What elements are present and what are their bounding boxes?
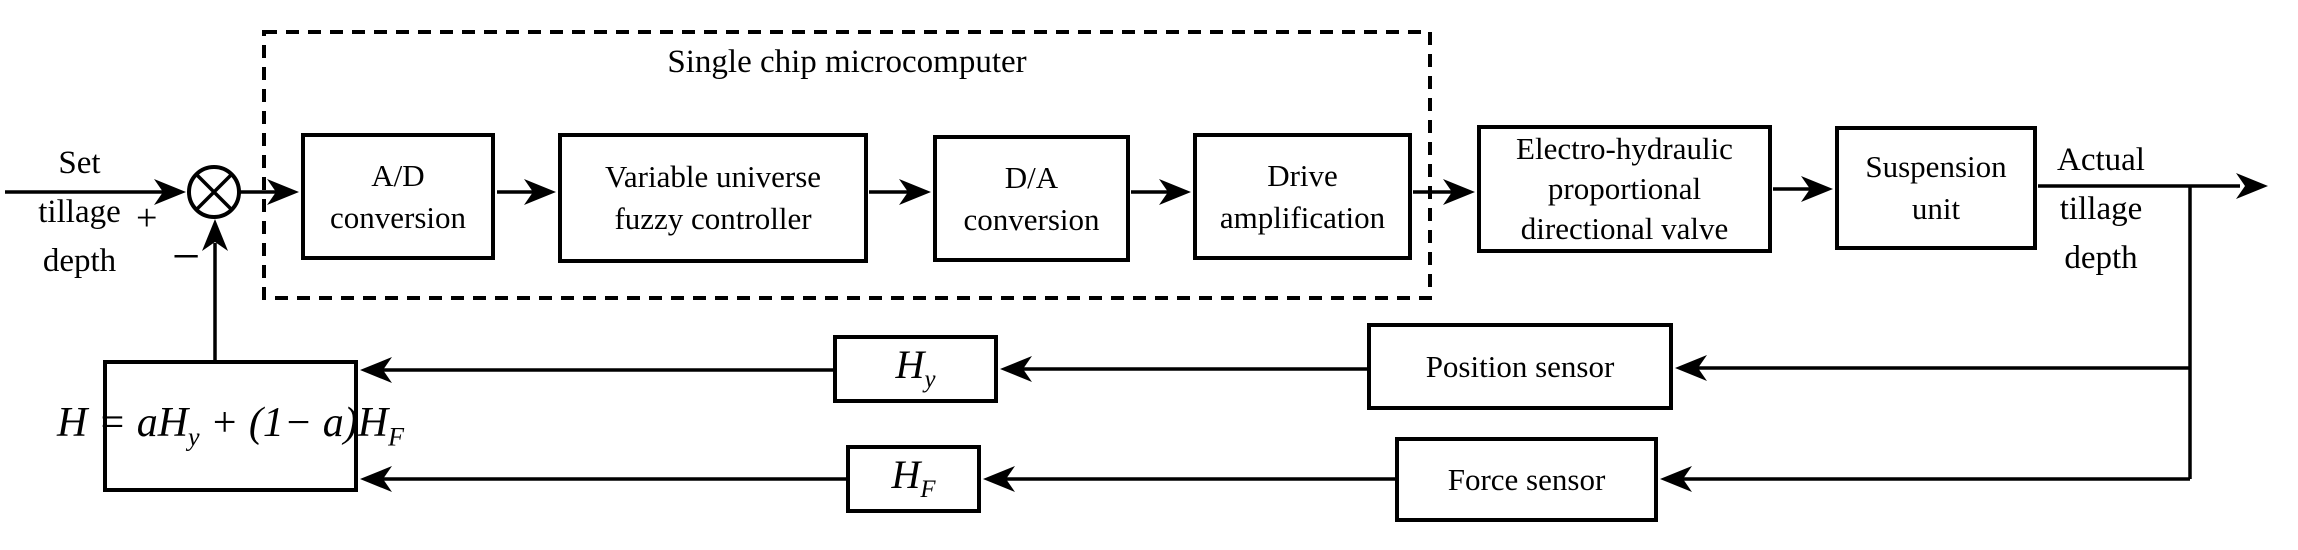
- hf-symbol: HF: [891, 455, 935, 503]
- microcomputer-title: Single chip microcomputer: [667, 44, 1027, 80]
- hy-subscript: y: [924, 366, 936, 394]
- arrowhead-into-ad: [267, 179, 299, 205]
- block-force-sensor-label: Force sensor: [1447, 461, 1606, 497]
- hf-subscript: F: [920, 476, 936, 504]
- arrowhead-hf-into-formula: [360, 466, 392, 492]
- arrowhead-into-hy: [1000, 356, 1032, 382]
- plus-sign: +: [136, 197, 158, 239]
- arrowhead-feedback-into-sum: [202, 219, 228, 251]
- summing-junction-cross: [195, 173, 233, 211]
- formula-part1: H = aH: [57, 399, 189, 446]
- arrowhead-into-da: [899, 179, 931, 205]
- arrowhead-into-suspension: [1801, 176, 1833, 202]
- block-position-sensor: Position sensor: [1367, 323, 1673, 410]
- block-da-conversion-label: D/A conversion: [963, 159, 1100, 237]
- block-ad-conversion-label: A/D conversion: [329, 157, 467, 235]
- formula-sub2: F: [388, 422, 404, 452]
- hy-symbol: Hy: [896, 345, 936, 393]
- arrowhead-hy-into-formula: [360, 357, 392, 383]
- block-depth-fusion-formula: H = aHy + (1− a)HF: [57, 360, 404, 492]
- arrowhead-into-drive: [1159, 179, 1191, 205]
- hf-base: H: [891, 452, 921, 498]
- arrowhead-into-sum: [154, 179, 186, 205]
- block-ad-conversion: A/D conversion: [301, 133, 495, 260]
- dashed-microcomputer-boundary: [262, 30, 1432, 300]
- block-fuzzy-controller: Variable universe fuzzy controller: [558, 133, 868, 263]
- arrowhead-into-force-sensor: [1660, 466, 1692, 492]
- block-fuzzy-controller-label: Variable universe fuzzy controller: [604, 159, 822, 236]
- block-drive-amplification-label: Drive amplification: [1219, 157, 1386, 235]
- block-suspension-unit: Suspension unit: [1835, 126, 2037, 250]
- arrowhead-into-valve: [1443, 179, 1475, 205]
- block-da-conversion: D/A conversion: [933, 135, 1130, 262]
- actual-tillage-depth-label: Actual tillage depth: [2057, 142, 2145, 276]
- block-proportional-valve: Electro-hydraulic proportional direction…: [1477, 125, 1772, 253]
- block-force-gain-hf: HF: [846, 445, 981, 513]
- formula-part2: + (1− a)H: [199, 399, 389, 446]
- block-suspension-unit-label: Suspension unit: [1865, 149, 2007, 226]
- block-position-gain-hy: Hy: [833, 335, 998, 403]
- arrowhead-into-fuzzy: [524, 179, 556, 205]
- formula-text: H = aHy + (1− a)HF: [57, 402, 404, 450]
- block-force-sensor: Force sensor: [1395, 437, 1658, 522]
- minus-sign: −: [172, 228, 201, 284]
- arrowhead-into-position-sensor: [1675, 355, 1707, 381]
- formula-sub1: y: [188, 422, 200, 452]
- arrowhead-into-hf: [983, 466, 1015, 492]
- block-proportional-valve-label: Electro-hydraulic proportional direction…: [1516, 131, 1733, 246]
- block-drive-amplification: Drive amplification: [1193, 133, 1412, 260]
- hy-base: H: [895, 342, 925, 388]
- arrowhead-output: [2236, 173, 2268, 199]
- set-tillage-depth-label: Set tillage depth: [38, 145, 121, 279]
- block-position-sensor-label: Position sensor: [1425, 348, 1615, 384]
